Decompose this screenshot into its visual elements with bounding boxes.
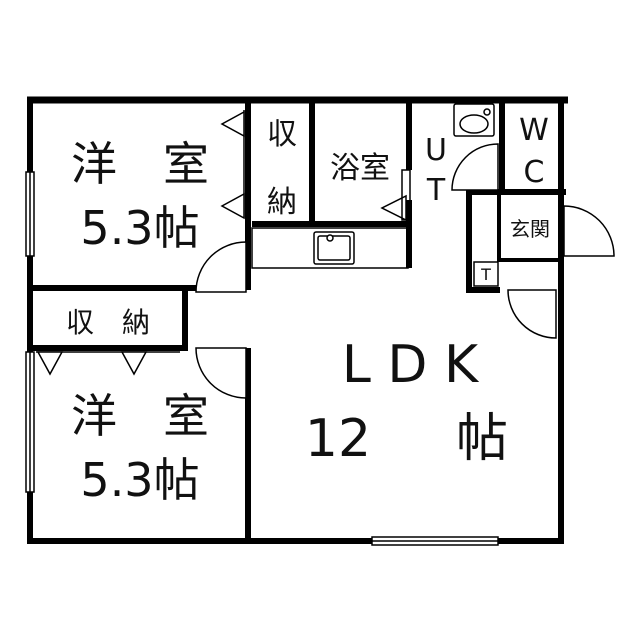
small-t-box [473,261,499,287]
wc-label-2: C [524,155,545,190]
closet-left-label: 収 納 [66,306,150,339]
western-room-top-size: 5.3帖 [80,201,199,255]
door-bottom-room [195,347,247,399]
bath-door-frame [401,169,411,221]
western-room-top-name: 洋 室 [71,137,209,191]
doors [195,143,615,399]
western-room-bottom-name: 洋 室 [71,389,209,443]
washbasin-bowl [459,114,489,134]
bath-label: 浴室 [330,151,390,186]
wc-label-1: W [519,113,549,148]
closet-left-slider-2 [120,351,148,376]
washbasin-tap [483,108,491,116]
door-entrance [563,205,615,257]
kitchen-sink [313,231,355,265]
closet-top-slider-1 [220,110,245,138]
entrance-label: 玄関 [510,217,550,241]
western-room-bottom-size: 5.3帖 [80,453,199,507]
kitchen-sink-basin [317,235,351,261]
fixtures [251,103,499,287]
door-top-room [195,241,247,293]
utility-label-2: T [426,173,446,208]
kitchen-counter [251,227,409,269]
bath-slider [380,194,407,222]
door-entrance-inner [507,289,557,339]
windows [25,171,499,546]
closet-top-label-1: 収 [267,117,297,152]
ldk-label: L D K [342,335,480,395]
door-wc [451,143,499,191]
ldk-size-number: 12 [305,409,371,469]
utility-label-1: U [425,133,447,168]
closet-left-slider-1 [36,351,64,376]
kitchen-faucet [326,234,334,242]
labels: 洋 室 5.3帖 収 納 浴室 U T W C 玄関 収 納 洋 室 5.3帖 … [66,113,550,507]
small-t-label: T [480,265,491,284]
closet-top-slider-2 [220,192,245,220]
sliding-doors [36,110,411,376]
ldk-size-unit: 帖 [456,409,508,469]
closet-top-label-2: 納 [267,185,297,220]
